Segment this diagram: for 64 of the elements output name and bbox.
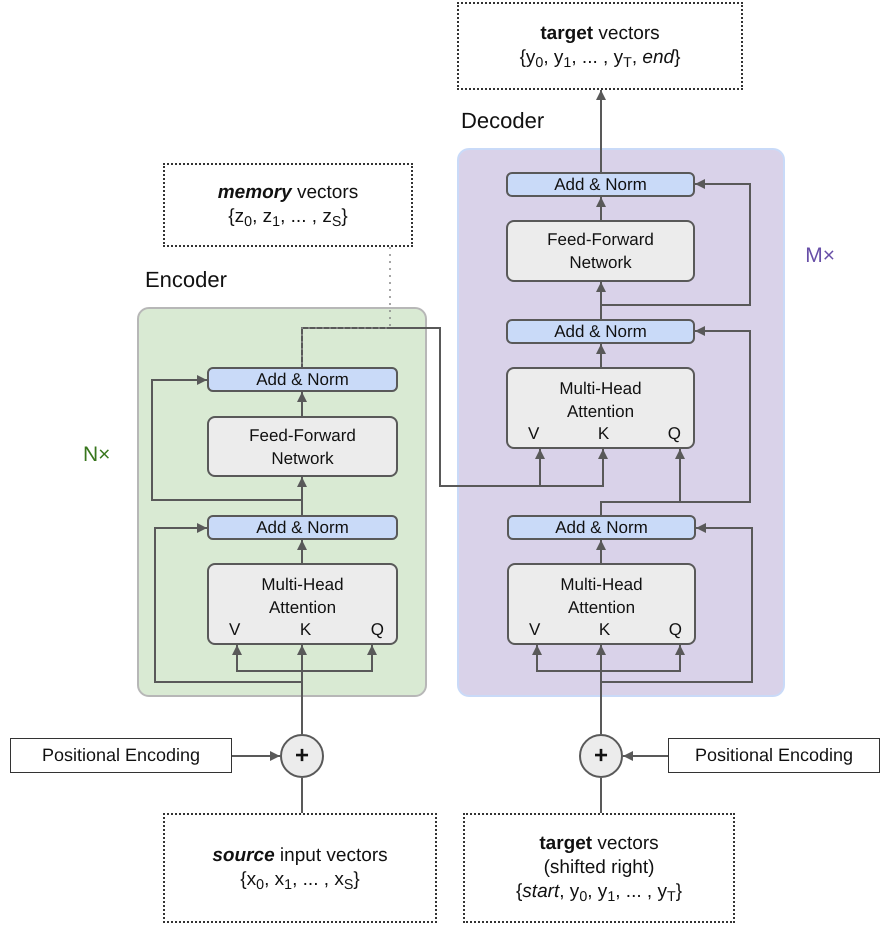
block-label: Multi-Head Attention [558, 378, 643, 423]
arrow [596, 540, 606, 563]
input-label: Q [668, 423, 681, 445]
node-text: target vectors [540, 22, 660, 46]
node-text: {y$_{0}$, y$_{1}$, ... , y$_{T}$, end} [520, 46, 680, 70]
node-text: {z$_{0}$, z$_{1}$, ... , z$_{S}$} [228, 205, 348, 229]
input-label: K [300, 619, 312, 641]
node-text: memory vectors [218, 181, 358, 205]
input-label: K [598, 423, 610, 445]
node-text: + [294, 741, 309, 771]
add-norm-block [507, 515, 696, 540]
arrow [297, 540, 307, 563]
positional-encoding-box [10, 738, 232, 773]
repeat-count: M× [805, 243, 835, 269]
block-label: Multi-Head Attention [260, 574, 345, 619]
arrow [600, 326, 751, 515]
dotted-connector [301, 247, 391, 367]
node-text: Add & Norm [554, 320, 647, 343]
vectors-box [457, 2, 743, 90]
input-label: V [229, 619, 240, 641]
arrow [623, 751, 668, 761]
node-text: Positional Encoding [42, 744, 200, 767]
input-label: Q [668, 619, 682, 641]
attention-block [506, 367, 695, 449]
panel-heading: Encoder [145, 266, 227, 294]
vectors-box [163, 813, 437, 923]
node-text: Add & Norm [256, 368, 349, 391]
block-label: Multi-Head Attention [559, 574, 644, 619]
attention-block [207, 563, 398, 645]
feed-forward-block [207, 416, 398, 477]
add-norm-block [207, 367, 398, 392]
add-norm-block [506, 172, 695, 197]
feed-forward-block [506, 220, 695, 282]
input-label: Q [370, 619, 384, 641]
node-text: source input vectors [212, 844, 388, 868]
positional-encoding-box [668, 738, 880, 773]
arrow [151, 375, 303, 515]
node-text: (shifted right) [544, 856, 654, 880]
node-text: + [594, 741, 608, 771]
vectors-box [163, 163, 413, 247]
input-label: V [528, 423, 540, 445]
input-label: K [598, 619, 610, 641]
arrow [596, 197, 606, 220]
node-text: {x$_{0}$, x$_{1}$, ... , x$_{S}$} [240, 868, 360, 892]
arrow [232, 751, 280, 761]
node-text: Add & Norm [554, 174, 647, 196]
node-text: {start, y$_{0}$, y$_{1}$, ... , y$_{T}$} [516, 880, 682, 904]
add-norm-block [207, 515, 398, 540]
arrow [600, 179, 751, 319]
node-text: Feed-Forward Network [546, 229, 655, 274]
node-text: target vectors [539, 832, 659, 856]
node-text: Add & Norm [555, 516, 648, 539]
node-text: Add & Norm [256, 516, 349, 539]
vectors-box [463, 813, 735, 923]
panel-heading: Decoder [461, 107, 544, 135]
arrow [596, 90, 606, 172]
add-norm-block [506, 319, 695, 344]
node-text: Feed-Forward Network [248, 424, 357, 470]
attention-block [507, 563, 696, 645]
repeat-count: N× [83, 442, 110, 468]
input-label: V [529, 619, 540, 641]
node-text: Positional Encoding [694, 744, 854, 767]
arrow [297, 392, 307, 416]
arrow [596, 344, 606, 367]
